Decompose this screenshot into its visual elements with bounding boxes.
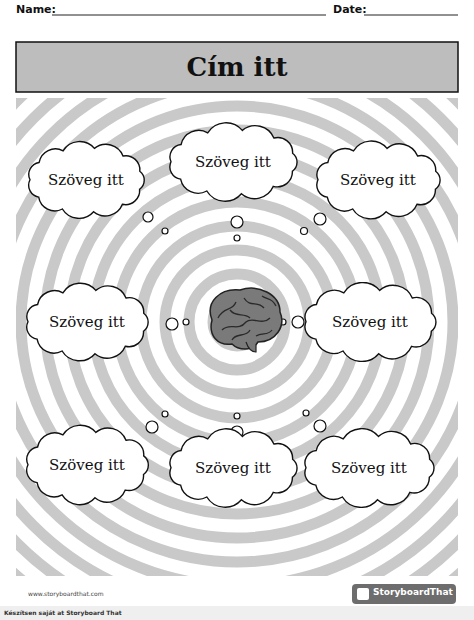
thought-dots [143, 212, 326, 438]
thought-cloud: Szöveg itt [298, 428, 440, 508]
cloud-text: Szöveg itt [195, 153, 271, 171]
cloud-text: Szöveg itt [332, 313, 408, 331]
logo-icon [357, 588, 369, 600]
thought-cloud: Szöveg itt [20, 282, 154, 362]
thought-cloud: Szöveg itt [20, 424, 154, 506]
thought-cloud: Szöveg itt [310, 140, 446, 220]
cloud-text: Szöveg itt [48, 171, 124, 189]
cloud-text: Szöveg itt [49, 456, 125, 474]
cloud-text: Szöveg itt [195, 459, 271, 477]
title-text: Cím itt [186, 52, 287, 82]
thought-cloud: Szöveg itt [163, 122, 303, 202]
footer-strip [0, 606, 474, 620]
cloud-text: Szöveg itt [49, 313, 125, 331]
logo-badge [352, 584, 456, 604]
name-label: Name: [16, 3, 56, 16]
spiral-rings [16, 98, 458, 576]
thought-cloud: Szöveg itt [22, 140, 150, 220]
brain-illustration [210, 288, 281, 352]
thought-cloud: Szöveg itt [298, 282, 442, 362]
title-box [16, 42, 458, 92]
logo-text: StoryboardThat [373, 587, 453, 597]
cloud-text: Szöveg itt [340, 171, 416, 189]
name-line [52, 15, 326, 16]
thought-cloud: Szöveg itt [163, 428, 303, 508]
cloud-text: Szöveg itt [331, 459, 407, 477]
date-line [364, 15, 458, 16]
footer-note: Készítsen saját at Storyboard That [4, 609, 122, 616]
date-label: Date: [333, 3, 367, 16]
website-url: www.storyboardthat.com [28, 590, 103, 597]
